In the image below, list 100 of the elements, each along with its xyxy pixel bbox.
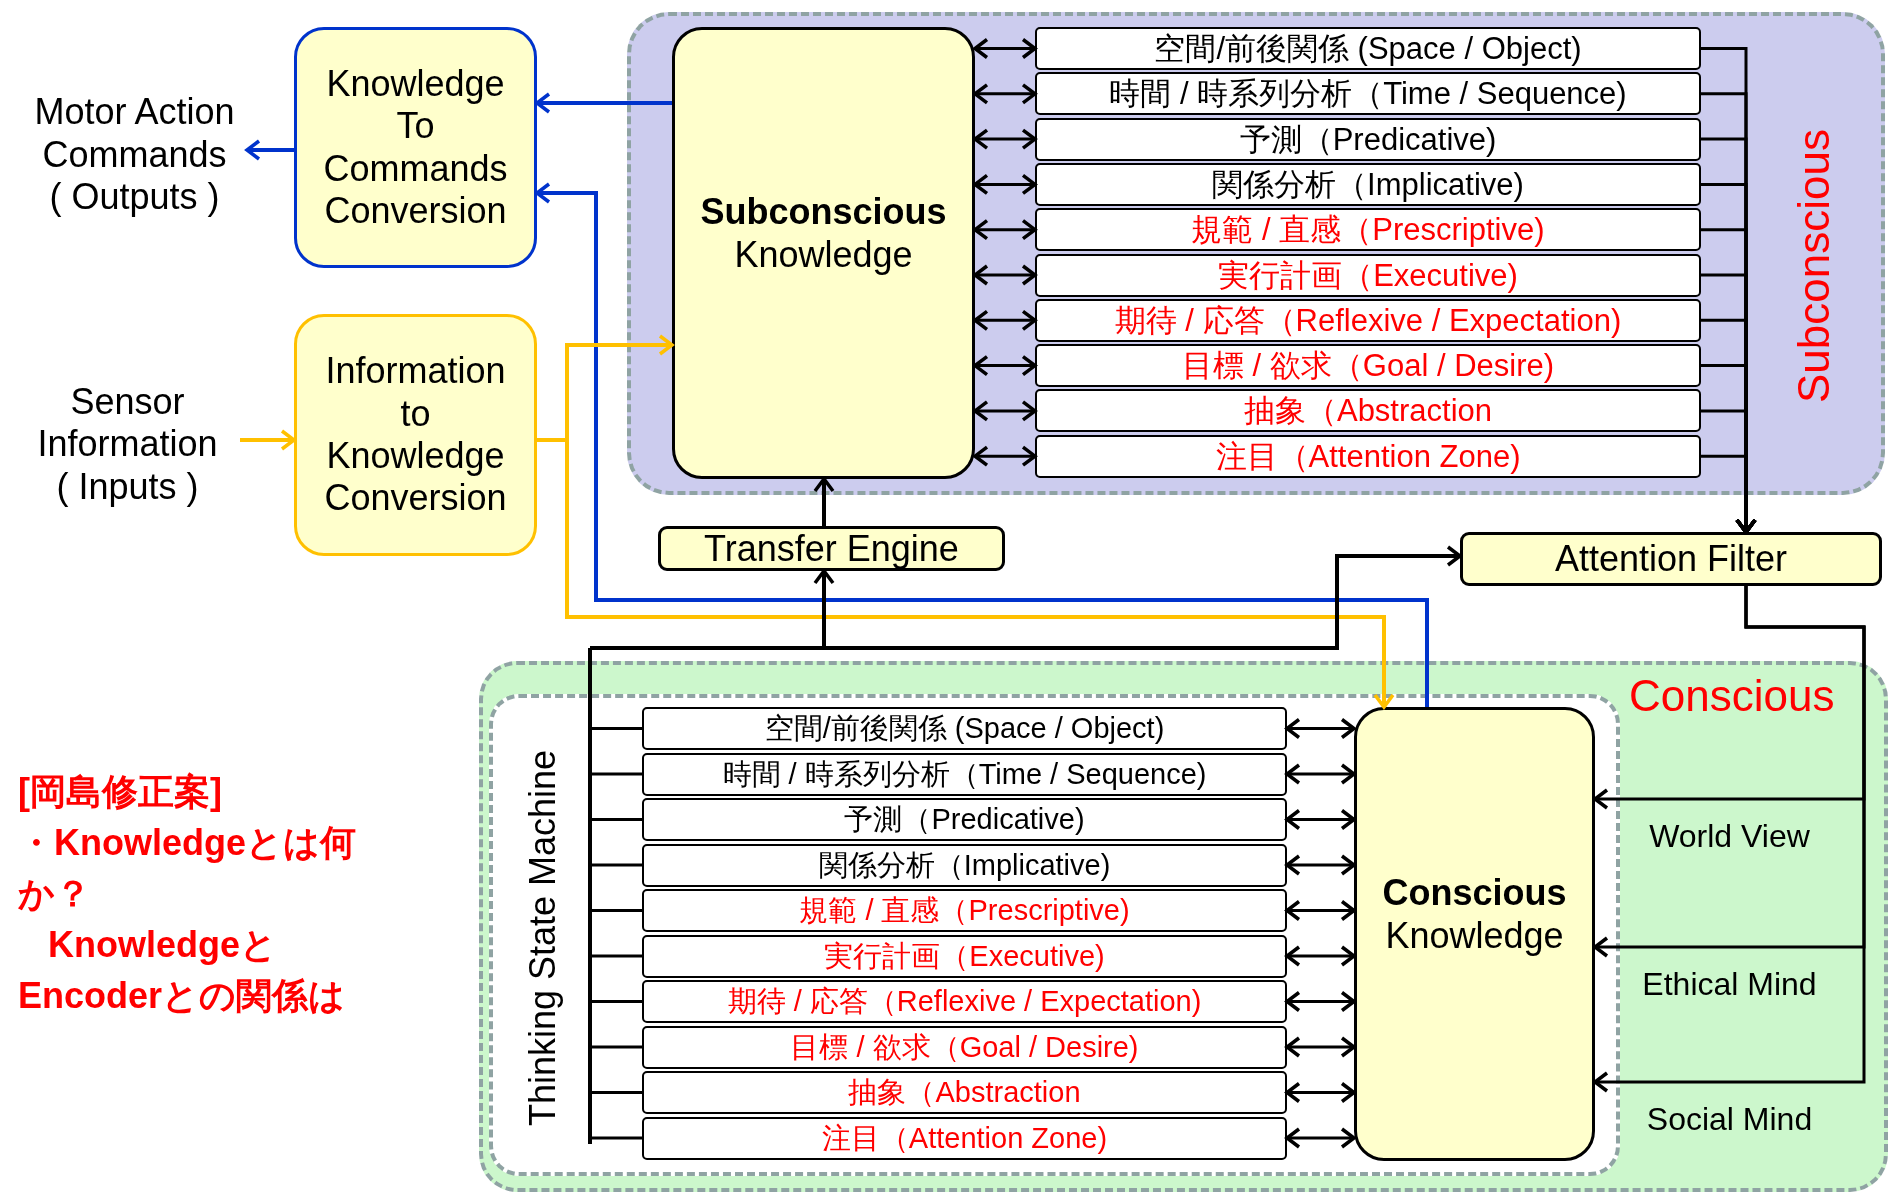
region-title: Subconscious xyxy=(1789,128,1839,405)
list-row xyxy=(1035,162,1701,206)
row-label: 空間/前後関係 (Space / Object) xyxy=(764,714,1165,743)
list-row xyxy=(1035,253,1701,297)
row-label: 注目（Attention Zone) xyxy=(821,1123,1108,1153)
list-row xyxy=(642,1116,1287,1160)
io-label: ( Inputs ) xyxy=(56,465,199,509)
edge-label: World View xyxy=(1649,817,1810,855)
connector-line xyxy=(590,909,642,912)
list-row xyxy=(642,798,1287,841)
arrow xyxy=(1285,717,1356,740)
list-row xyxy=(1035,434,1701,478)
row-label: 時間 / 時系列分析（Time / Sequence) xyxy=(1109,78,1627,110)
row-label: 抽象（Abstraction xyxy=(848,1078,1081,1107)
arrow xyxy=(973,173,1037,196)
arrow xyxy=(1285,945,1356,967)
connector-line xyxy=(590,727,642,730)
arrow xyxy=(973,128,1037,150)
arrow xyxy=(245,139,294,161)
io-label: Sensor Information xyxy=(36,380,219,466)
arrow xyxy=(1285,1127,1356,1149)
arrow xyxy=(973,445,1037,467)
list-row xyxy=(642,1025,1287,1069)
row-label: 時間 / 時系列分析（Time / Sequence) xyxy=(722,759,1207,789)
row-label: 関係分析（Implicative) xyxy=(818,850,1111,880)
box-subtitle: Knowledge xyxy=(734,233,913,277)
connector-line xyxy=(590,1045,642,1049)
list-row xyxy=(1035,344,1701,388)
dashed-region xyxy=(627,12,1885,495)
row-label: 期待 / 応答（Reflexive / Expectation) xyxy=(1114,304,1622,336)
row-label: 関係分析（Implicative) xyxy=(1212,168,1524,200)
connector-line xyxy=(590,1091,642,1094)
box-label: Information to Knowledge Conversion xyxy=(323,350,508,520)
box-heading: Conscious xyxy=(1382,870,1567,914)
arrow xyxy=(973,309,1037,332)
io-label: ( Outputs ) xyxy=(49,176,220,219)
connector-line xyxy=(590,1000,642,1003)
row-label: 規範 / 直感（Prescriptive) xyxy=(799,896,1130,925)
row-label: 目標 / 欲求（Goal / Desire) xyxy=(1181,350,1555,382)
list-row xyxy=(1035,72,1701,116)
process-box xyxy=(1460,532,1882,586)
connector-line xyxy=(590,818,642,821)
box-label: Transfer Engine xyxy=(704,530,959,567)
list-row xyxy=(1035,117,1701,161)
arrow xyxy=(973,37,1037,60)
vertical-label: Thinking State Machine xyxy=(521,748,564,1129)
connector-line xyxy=(590,1136,642,1140)
arrow xyxy=(1593,586,1866,1093)
row-label: 予測（Predicative) xyxy=(844,805,1085,834)
arrow xyxy=(535,182,1429,707)
row-label: 規範 / 直感（Prescriptive) xyxy=(1191,214,1545,246)
list-row xyxy=(642,752,1287,796)
row-label: 予測（Predicative) xyxy=(1239,123,1497,155)
row-label: 抽象（Abstraction xyxy=(1243,395,1493,427)
connector-line xyxy=(590,954,642,958)
row-label: 目標 / 欲求（Goal / Desire) xyxy=(790,1032,1139,1062)
list-row xyxy=(1035,298,1701,342)
arrow xyxy=(1285,763,1356,785)
list-row xyxy=(642,707,1287,750)
process-box xyxy=(658,526,1005,571)
list-row xyxy=(1035,27,1701,70)
arrow xyxy=(1285,1081,1356,1104)
arrow xyxy=(1285,899,1356,922)
row-label: 実行計画（Executive) xyxy=(824,941,1105,971)
arrow xyxy=(973,354,1037,377)
conversion-box xyxy=(294,27,537,268)
note-text: [岡島修正案] xyxy=(18,770,223,814)
note-text: ・Knowledgeとは何か？ xyxy=(18,821,357,916)
arrow xyxy=(973,218,1037,241)
arrow xyxy=(535,92,672,114)
list-row xyxy=(642,934,1287,978)
knowledge-box xyxy=(1354,707,1595,1161)
connector-line xyxy=(590,772,642,776)
io-label: Motor Action Commands xyxy=(33,91,236,177)
arrow xyxy=(973,264,1037,286)
list-row xyxy=(642,889,1287,932)
arrow xyxy=(240,429,296,451)
arrow xyxy=(973,400,1037,422)
list-row xyxy=(642,843,1287,887)
row-label: 注目（Attention Zone) xyxy=(1215,440,1521,472)
note-text: KnowledgeとEncoderとの関係は xyxy=(18,923,347,1018)
box-heading: Subconscious xyxy=(700,189,947,233)
row-label: 空間/前後関係 (Space / Object) xyxy=(1154,33,1582,64)
list-row xyxy=(642,980,1287,1023)
arrow xyxy=(1285,990,1356,1013)
edge-label: Ethical Mind xyxy=(1642,965,1817,1003)
list-row xyxy=(642,1071,1287,1114)
row-label: 実行計画（Executive) xyxy=(1218,259,1518,291)
list-row xyxy=(1035,389,1701,433)
box-label: Attention Filter xyxy=(1554,541,1788,577)
arrow xyxy=(1285,1036,1356,1058)
row-label: 期待 / 応答（Reflexive / Expectation) xyxy=(727,987,1202,1016)
conversion-box xyxy=(294,314,537,556)
knowledge-box xyxy=(672,27,975,479)
connector-line xyxy=(590,863,642,867)
arrow xyxy=(813,477,835,526)
region-title: Conscious xyxy=(1629,671,1835,721)
arrow xyxy=(973,83,1037,105)
arrow xyxy=(1285,808,1356,831)
list-row xyxy=(1035,208,1701,252)
